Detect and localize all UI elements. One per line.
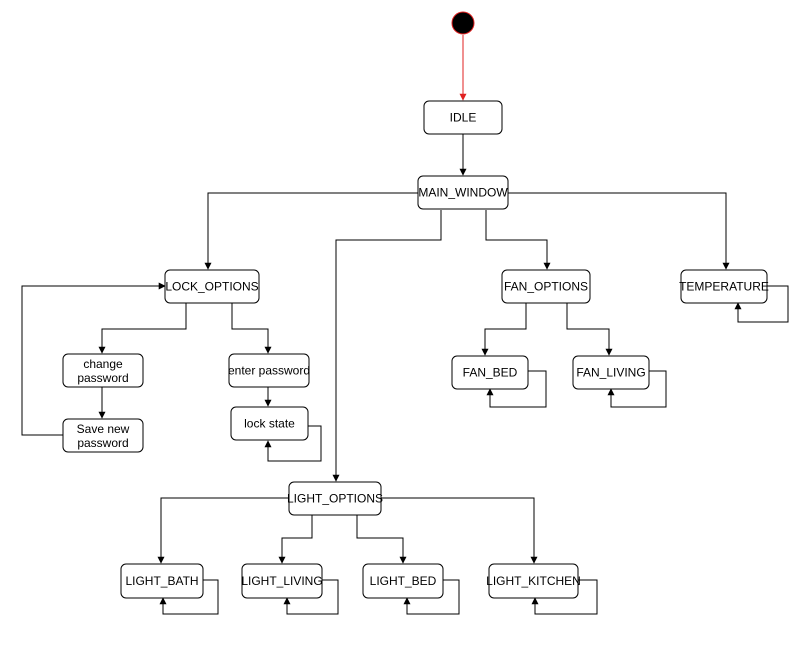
transition-lock-state-self-loop [264, 425, 322, 462]
state-idle: IDLE [423, 100, 503, 135]
transition-lock-options-to-enter-password [231, 303, 272, 354]
transition-main-window-to-lock-options [204, 192, 418, 270]
transition-lock-options-to-change-password [98, 303, 187, 354]
state-temperature-label: TEMPERATURE [679, 280, 769, 294]
state-fan-bed-label: FAN_BED [463, 366, 518, 380]
state-lock-options: LOCK_OPTIONS [164, 269, 260, 304]
transition-main-window-to-light-options [332, 210, 442, 482]
state-light-options: LIGHT_OPTIONS [287, 481, 383, 516]
state-main-window: MAIN_WINDOW [417, 175, 509, 210]
state-fan-options-label: FAN_OPTIONS [504, 280, 588, 294]
state-main-window-label: MAIN_WINDOW [418, 186, 508, 200]
state-change-password: change password [62, 353, 144, 388]
state-light-living: LIGHT_LIVING [241, 563, 323, 599]
state-light-kitchen: LIGHT_KITCHEN [486, 563, 581, 599]
transition-light-bath-self-loop [159, 579, 219, 615]
state-light-bed-label: LIGHT_BED [370, 574, 437, 588]
transition-main-window-to-temperature [508, 192, 730, 270]
state-lock-state-label: lock state [244, 417, 295, 431]
state-save-new-password-label-line1: Save new [77, 422, 130, 436]
state-fan-options: FAN_OPTIONS [501, 269, 591, 304]
transition-light-living-self-loop [283, 579, 339, 615]
transition-light-options-to-light-kitchen [381, 497, 538, 564]
transition-fan-options-to-fan-bed [481, 303, 527, 356]
transition-light-bed-self-loop [403, 579, 460, 615]
initial-state-node [451, 11, 475, 35]
state-change-password-label-line2: password [77, 371, 128, 385]
state-change-password-label-line1: change [83, 357, 123, 371]
state-enter-password: enter password [228, 353, 310, 388]
state-light-bath-label: LIGHT_BATH [125, 574, 198, 588]
state-fan-living-label: FAN_LIVING [576, 366, 645, 380]
state-fan-living: FAN_LIVING [572, 355, 650, 390]
transition-save-new-password-to-lock-options [21, 282, 166, 436]
transition-main-window-to-fan-options [485, 210, 551, 270]
state-temperature: TEMPERATURE [679, 269, 769, 304]
transitions [21, 35, 789, 615]
state-enter-password-label: enter password [228, 364, 310, 378]
transition-light-options-to-light-bed [356, 515, 407, 564]
transition-temperature-self-loop [734, 285, 789, 323]
state-save-new-password: Save new password [62, 418, 144, 453]
state-light-bath: LIGHT_BATH [120, 563, 204, 599]
state-fan-bed: FAN_BED [451, 355, 529, 390]
state-lock-options-label: LOCK_OPTIONS [165, 280, 258, 294]
transition-fan-options-to-fan-living [566, 303, 613, 356]
transition-light-options-to-light-bath [157, 497, 289, 564]
state-light-options-label: LIGHT_OPTIONS [287, 492, 383, 506]
transition-light-options-to-light-living [278, 515, 313, 564]
transition-fan-bed-self-loop [486, 370, 547, 408]
transition-light-kitchen-self-loop [531, 579, 598, 615]
state-save-new-password-label-line2: password [77, 436, 128, 450]
state-idle-label: IDLE [450, 111, 477, 125]
state-lock-state: lock state [230, 406, 309, 441]
state-light-kitchen-label: LIGHT_KITCHEN [486, 574, 581, 588]
state-light-living-label: LIGHT_LIVING [241, 574, 322, 588]
state-light-bed: LIGHT_BED [362, 563, 444, 599]
transition-fan-living-self-loop [607, 370, 667, 408]
